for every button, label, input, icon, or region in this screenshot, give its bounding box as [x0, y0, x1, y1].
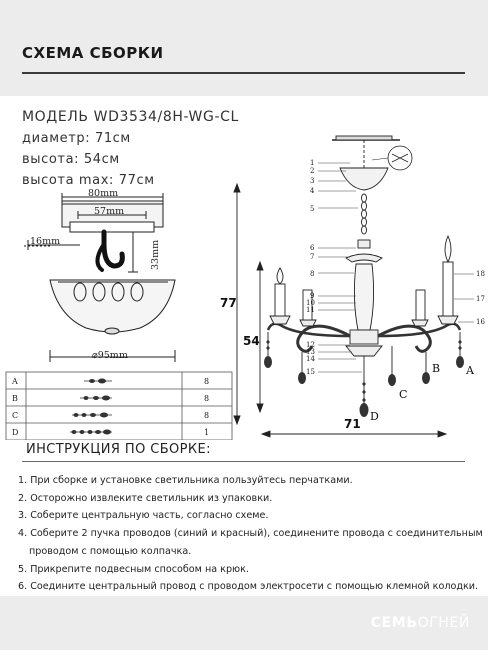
spec-height-max: высота max: 77см [22, 173, 155, 188]
row-qty: 8 [204, 411, 209, 420]
instruction-step: 1. При сборке и установке светильника по… [18, 475, 353, 486]
technical-drawings: 80mm 57mm 16mm 33mm ⌀95mm [5, 135, 485, 440]
parts-table [5, 371, 233, 440]
callout-leaders [318, 162, 474, 373]
dim-diameter: 71 [344, 417, 361, 431]
parts-table-row: A 8 [11, 377, 209, 386]
mounting-bracket-drawing [24, 193, 164, 273]
title-underline [22, 72, 465, 74]
callout-label: 8 [310, 270, 314, 278]
parts-table-row: B 8 [12, 394, 209, 403]
row-qty: 8 [204, 377, 209, 386]
header-band: СХЕМА СБОРКИ [0, 0, 488, 96]
pendant-letter-labels: A B C D [370, 362, 475, 423]
callout-label: 1 [310, 159, 314, 167]
pendant-label-d: D [370, 410, 379, 423]
row-label: B [12, 394, 18, 403]
wiring-detail-icon [371, 145, 413, 171]
chandelier-drawing [266, 135, 462, 406]
instruction-step: 6. Соедините центральный провод с провод… [18, 581, 479, 593]
callout-label: 12 [306, 341, 315, 349]
callout-label: 11 [306, 306, 315, 314]
callout-label: 13 [306, 348, 315, 356]
spec-height: высота: 54см [22, 152, 120, 167]
dim-16: 16mm [30, 236, 60, 247]
callout-label: 2 [310, 167, 314, 175]
brand-logo: СЕМЬОГНЕЙ [371, 615, 470, 631]
callout-label: 4 [310, 187, 315, 195]
instruction-step-continuation: проводом с помощью колпачка. [29, 545, 192, 557]
row-label: C [12, 411, 18, 420]
pendant-label-b: B [432, 362, 440, 375]
brand-light: ОГНЕЙ [417, 615, 470, 631]
dim-total-height: 77 [220, 296, 237, 310]
model-name: МОДЕЛЬ WD3534/8H-WG-CL [22, 109, 239, 125]
dim-80: 80mm [88, 188, 118, 199]
dimension-lines [233, 182, 448, 438]
row-label: D [12, 428, 18, 437]
dim-57: 57mm [94, 206, 124, 217]
instruction-step: 2. Осторожно извлеките светильник из упа… [18, 492, 273, 504]
instructions-divider [22, 461, 465, 462]
callout-label: 9 [310, 292, 314, 300]
instruction-step: 5. Прикрепите подвесным способом на крюк… [18, 563, 249, 575]
row-qty: 8 [204, 394, 209, 403]
callout-numbers-right: 18 17 16 [476, 270, 485, 326]
dim-95: ⌀95mm [92, 350, 128, 361]
callout-label: 17 [476, 295, 485, 303]
instruction-step: 3. Соберите центральную часть, согласно … [18, 510, 269, 522]
page-title: СХЕМА СБОРКИ [22, 44, 164, 62]
callout-label: 7 [310, 253, 314, 261]
dim-body-height: 54 [243, 334, 260, 348]
instruction-step: 4. Соберите 2 пучка проводов (синий и кр… [18, 528, 483, 540]
spec-diameter: диаметр: 71см [22, 131, 131, 146]
callout-label: 3 [310, 177, 314, 185]
pendant-label-a: A [465, 364, 475, 377]
parts-table-row: C 8 [12, 411, 209, 420]
row-label: A [11, 377, 18, 386]
footer-band: СЕМЬОГНЕЙ [0, 596, 488, 650]
row-qty: 1 [204, 428, 209, 437]
hook-icon [95, 229, 125, 272]
parts-table-row: D 1 [12, 428, 209, 437]
callout-label: 18 [476, 270, 485, 278]
crystal-pendants [264, 340, 464, 417]
brand-bold: СЕМЬ [370, 615, 418, 631]
callout-label: 16 [476, 318, 485, 326]
pendant-label-c: C [399, 388, 407, 401]
dim-33: 33mm [150, 240, 161, 270]
callout-label: 10 [306, 299, 315, 307]
callout-label: 14 [306, 355, 315, 363]
callout-label: 5 [310, 205, 314, 213]
callout-label: 6 [310, 244, 315, 252]
instructions-list: 1. При сборке и установке светильника по… [18, 472, 483, 596]
canopy-drawing [49, 279, 176, 362]
callout-numbers-left: 1 2 3 4 5 6 7 8 9 10 11 12 13 14 15 [306, 159, 315, 376]
instructions-title: ИНСТРУКЦИЯ ПО СБОРКЕ: [26, 442, 211, 457]
callout-label: 15 [306, 368, 315, 376]
